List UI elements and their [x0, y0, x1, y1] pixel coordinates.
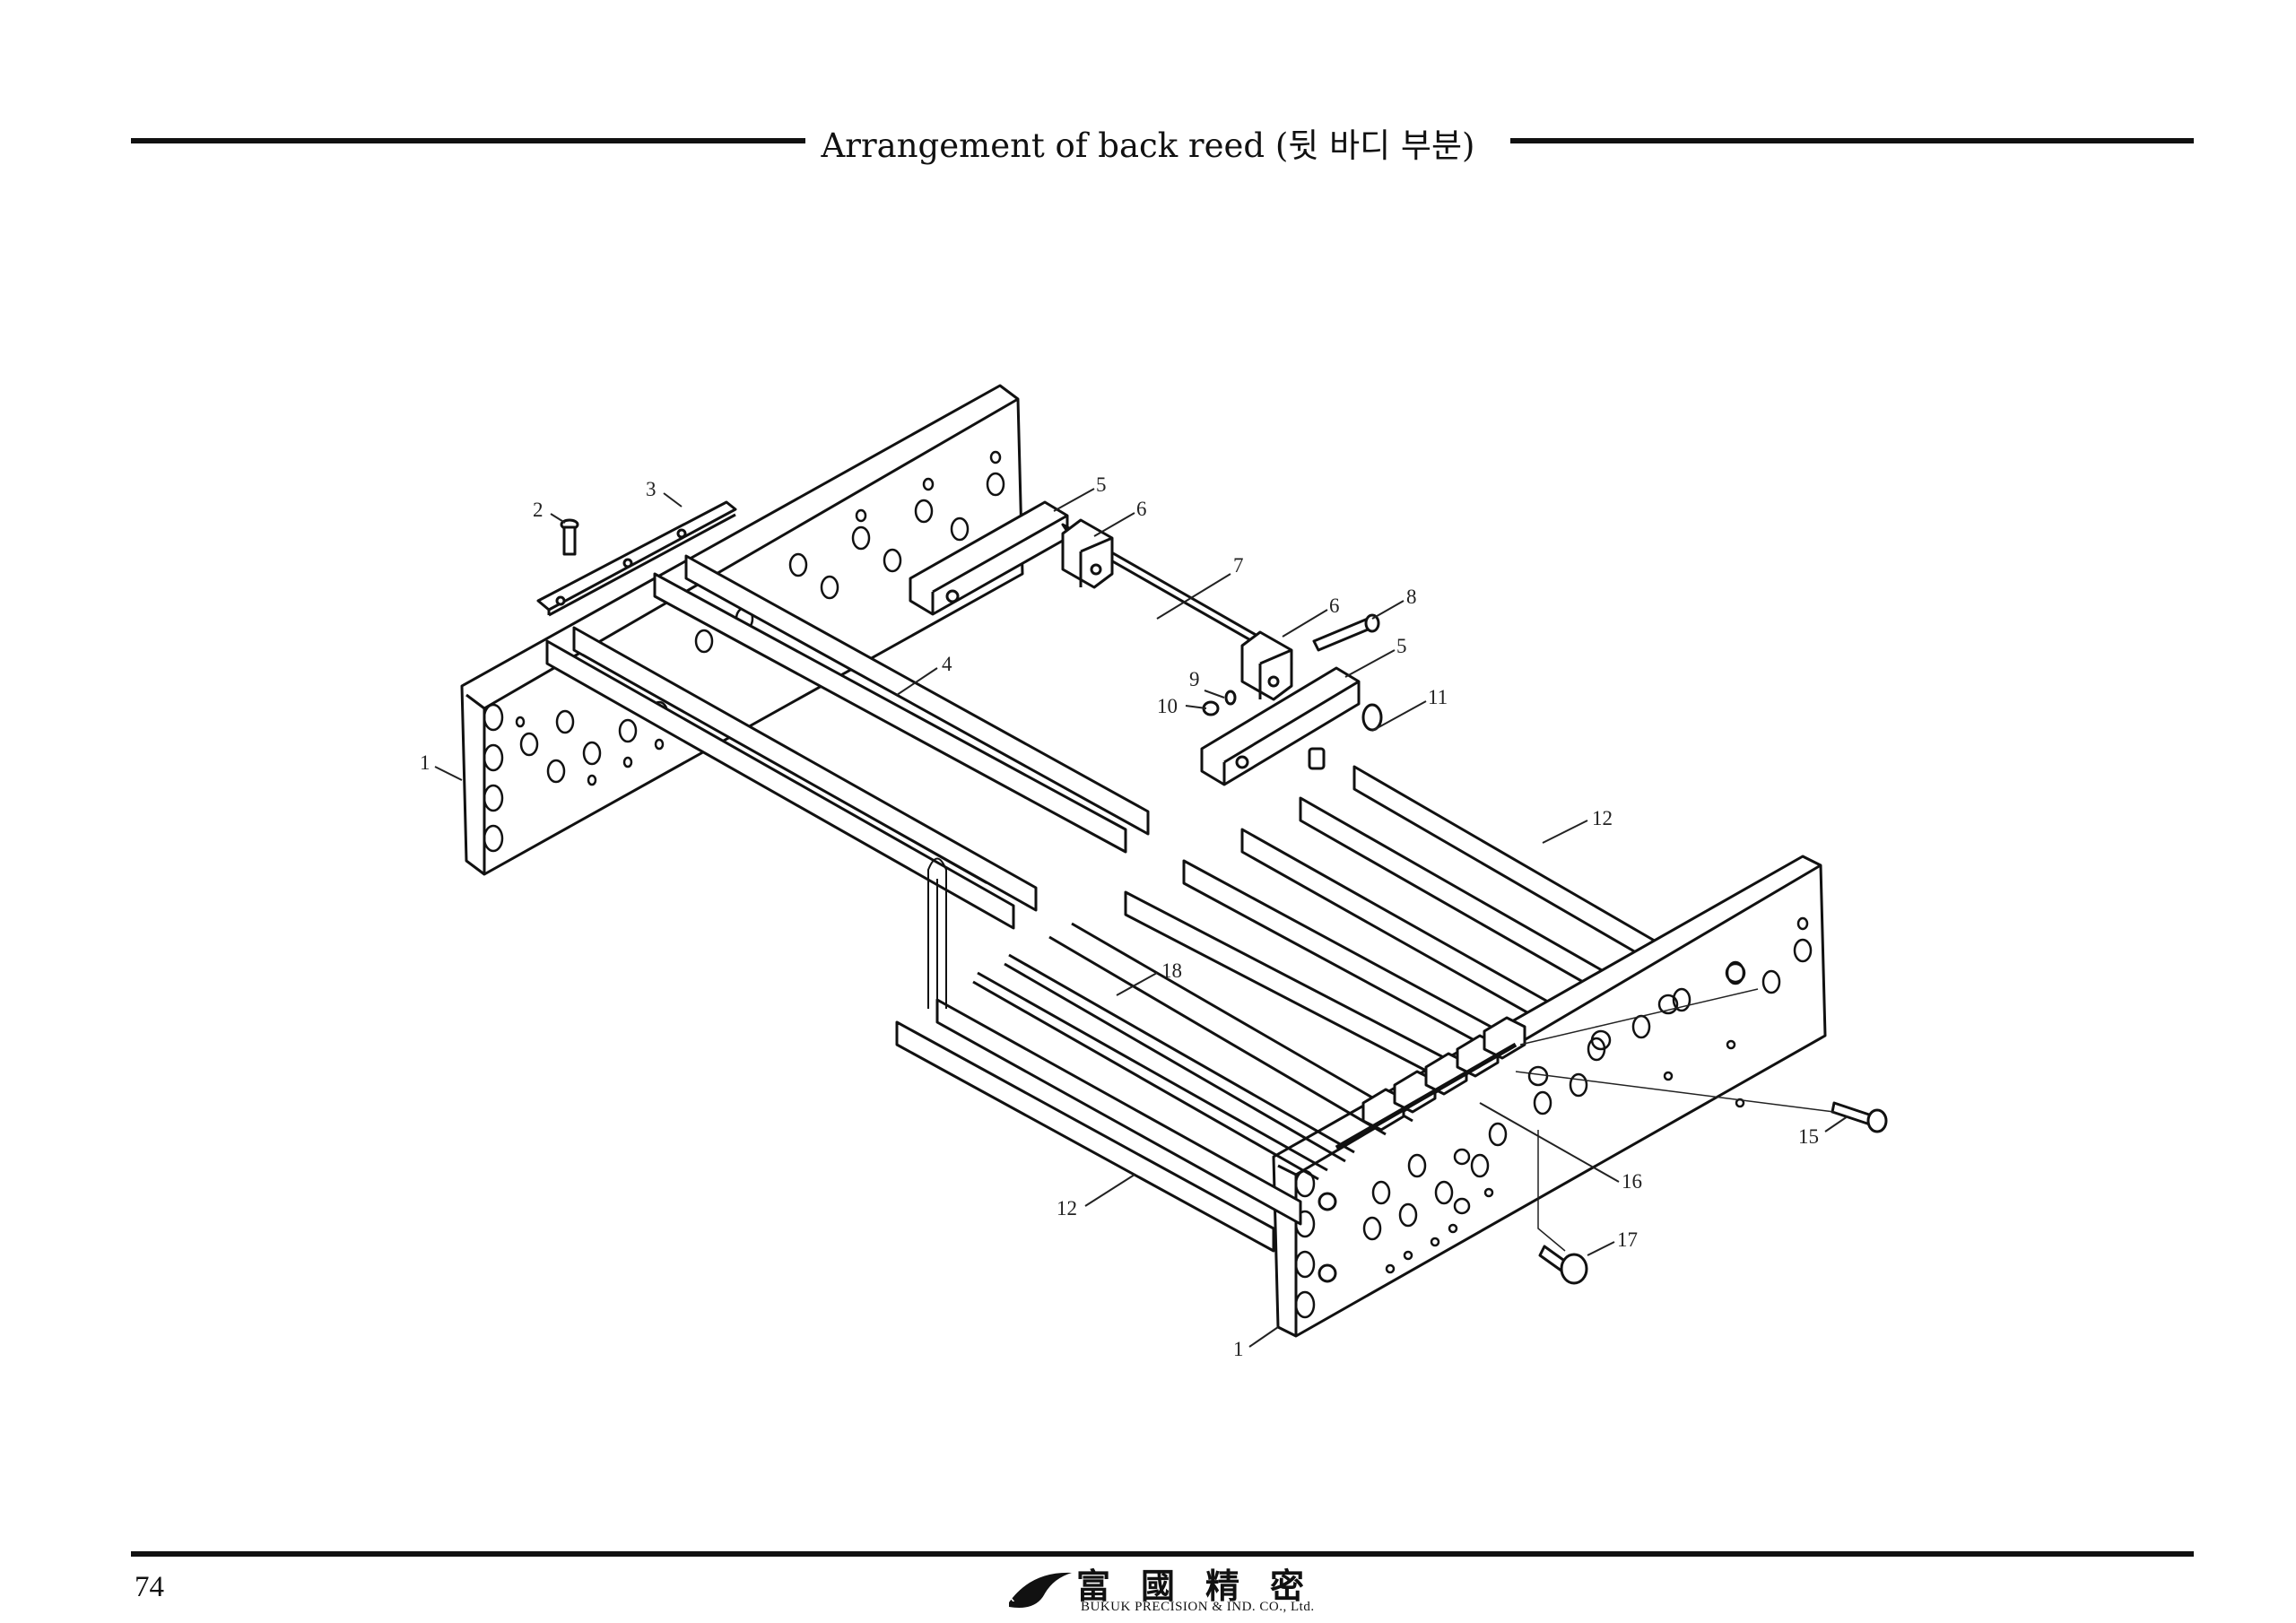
small-fasteners [1202, 613, 1380, 770]
callout-leaders [434, 488, 1848, 1348]
callout-10: 10 [1157, 695, 1178, 717]
bolt-part-17 [1538, 1245, 1588, 1285]
page-title-text: Arrangement of back reed (뒷 바디 부분) [804, 126, 1492, 165]
right-frame-plate [1272, 855, 1827, 1338]
shaft-assembly [909, 500, 1383, 786]
callout-6-mid: 6 [1329, 595, 1340, 617]
logo-hanja: 富國精密 [1076, 1566, 1335, 1606]
upper-rods [1124, 765, 1665, 1096]
callout-9: 9 [1189, 668, 1200, 690]
callout-17: 17 [1617, 1228, 1638, 1251]
clamp-plate [536, 500, 737, 617]
screw-part-2 [560, 518, 579, 556]
callout-3: 3 [646, 478, 657, 500]
page-title: Arrangement of back reed (뒷 바디 부분) [0, 118, 2296, 167]
reed-guide-bars [545, 554, 1150, 930]
logo-swoosh-icon [1009, 1572, 1072, 1608]
logo-mark: BK [999, 1592, 1015, 1604]
footer-rule [131, 1551, 2194, 1557]
callout-6-top: 6 [1136, 498, 1147, 520]
callout-4: 4 [942, 653, 952, 675]
callout-18: 18 [1161, 959, 1182, 982]
callout-2: 2 [533, 499, 544, 521]
callout-labels: 1 2 3 4 5 6 7 6 8 5 9 10 11 12 18 12 15 … [420, 473, 1819, 1360]
bolt-part-15 [1831, 1101, 1888, 1133]
callout-16: 16 [1622, 1170, 1642, 1193]
callout-11: 11 [1428, 686, 1448, 708]
callout-7: 7 [1233, 554, 1244, 577]
callout-5-mid: 5 [1396, 635, 1407, 657]
callout-1-left: 1 [420, 751, 430, 774]
reed-blocks [1335, 1016, 1526, 1150]
callout-5-top: 5 [1096, 473, 1107, 496]
callout-8: 8 [1406, 586, 1417, 608]
callout-12-upper: 12 [1592, 807, 1613, 829]
callout-12-lower: 12 [1057, 1197, 1077, 1219]
callout-15: 15 [1798, 1125, 1819, 1148]
callout-1-right: 1 [1233, 1338, 1244, 1360]
header-rule-right [1510, 138, 2194, 143]
reed-hook [927, 857, 947, 1009]
lower-rods [895, 922, 1413, 1253]
company-logo: BK [999, 1572, 1072, 1608]
header-rule-left [131, 138, 814, 143]
page-number: 74 [135, 1571, 164, 1603]
company-name: BUKUK PRECISION & IND. CO., Ltd. [1081, 1600, 1315, 1614]
